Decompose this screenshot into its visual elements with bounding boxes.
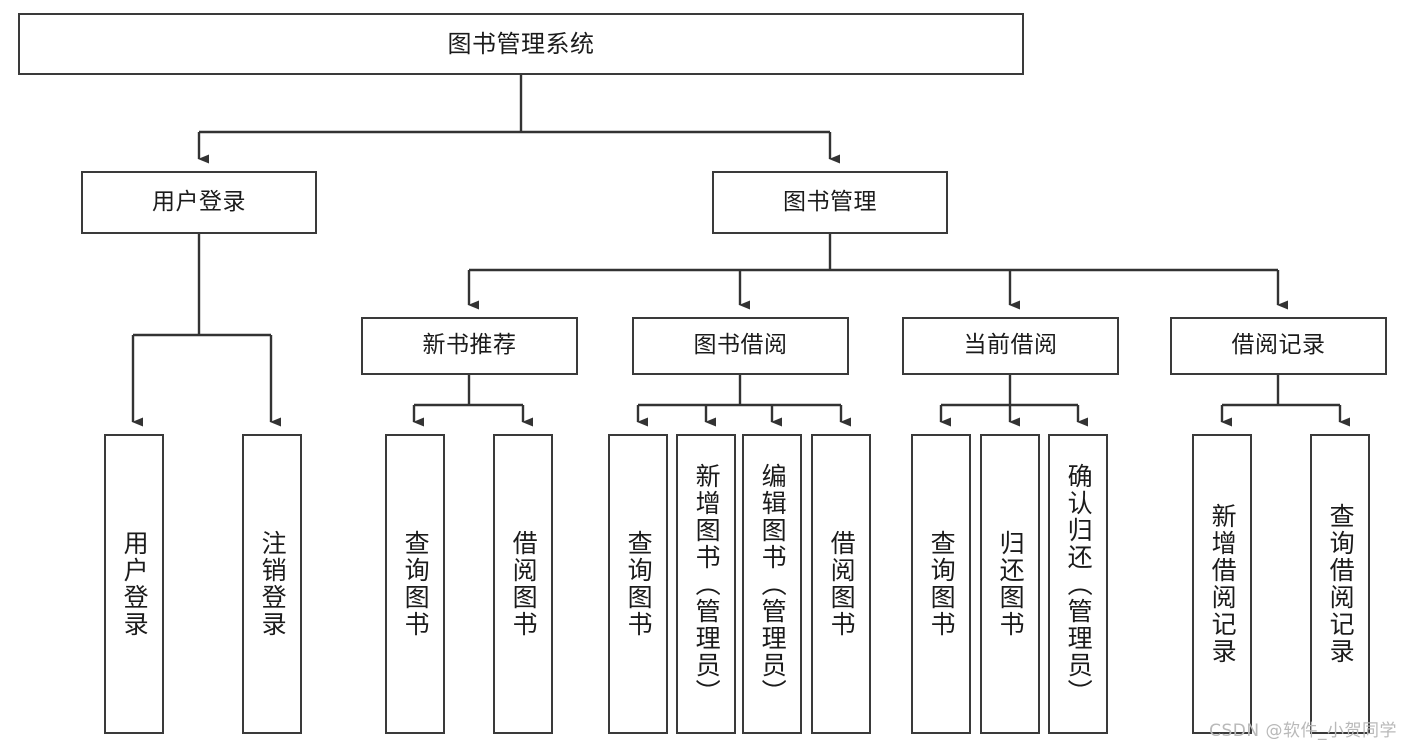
leaf-return-book[interactable]: 归还图书 [980, 434, 1040, 734]
node-label: 查询图书 [401, 530, 431, 638]
node-label: 新增借阅记录 [1208, 503, 1238, 665]
leaf-confirm-return-admin[interactable]: 确认归还（管理员） [1048, 434, 1108, 734]
leaf-add-borrow-record[interactable]: 新增借阅记录 [1192, 434, 1252, 734]
leaf-edit-book-admin[interactable]: 编辑图书（管理员） [742, 434, 802, 734]
node-label: 借阅图书 [827, 530, 857, 638]
node-root-system[interactable]: 图书管理系统 [18, 13, 1024, 75]
node-label: 图书管理 [783, 188, 877, 215]
node-label: 图书借阅 [693, 332, 788, 359]
node-label: 查询图书 [927, 530, 957, 638]
node-label: 用户登录 [120, 530, 150, 638]
node-label: 新书推荐 [422, 332, 517, 359]
node-label: 确认归还（管理员） [1064, 462, 1094, 706]
node-label: 当前借阅 [963, 332, 1058, 359]
leaf-borrow-book-recommend[interactable]: 借阅图书 [493, 434, 553, 734]
node-new-book-recommend[interactable]: 新书推荐 [361, 317, 578, 375]
leaf-user-login[interactable]: 用户登录 [104, 434, 164, 734]
node-label: 新增图书（管理员） [692, 462, 722, 706]
leaf-logout[interactable]: 注销登录 [242, 434, 302, 734]
node-label: 图书管理系统 [447, 29, 595, 58]
node-user-login[interactable]: 用户登录 [81, 171, 317, 234]
node-label: 用户登录 [152, 188, 246, 215]
node-label: 注销登录 [258, 530, 288, 638]
node-book-management[interactable]: 图书管理 [712, 171, 948, 234]
node-current-borrow[interactable]: 当前借阅 [902, 317, 1119, 375]
leaf-query-book-borrow[interactable]: 查询图书 [608, 434, 668, 734]
csdn-watermark: CSDN @软件_小贺同学 [1209, 721, 1397, 741]
leaf-borrow-book[interactable]: 借阅图书 [811, 434, 871, 734]
node-label: 编辑图书（管理员） [758, 462, 788, 706]
node-label: 查询借阅记录 [1326, 503, 1356, 665]
node-book-borrow[interactable]: 图书借阅 [632, 317, 849, 375]
node-label: 查询图书 [624, 530, 654, 638]
node-label: 归还图书 [996, 530, 1026, 638]
leaf-query-book-current[interactable]: 查询图书 [911, 434, 971, 734]
node-borrow-record[interactable]: 借阅记录 [1170, 317, 1387, 375]
leaf-query-borrow-record[interactable]: 查询借阅记录 [1310, 434, 1370, 734]
node-label: 借阅图书 [509, 530, 539, 638]
node-label: 借阅记录 [1231, 332, 1326, 359]
leaf-query-book-recommend[interactable]: 查询图书 [385, 434, 445, 734]
leaf-add-book-admin[interactable]: 新增图书（管理员） [676, 434, 736, 734]
